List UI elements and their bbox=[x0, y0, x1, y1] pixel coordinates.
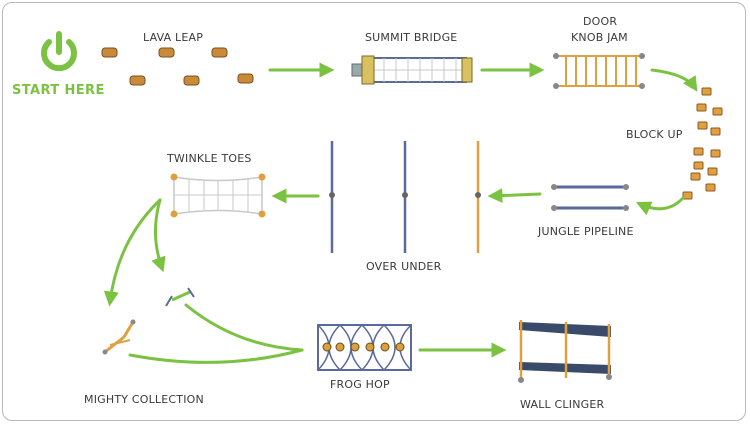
summit-bridge-label: SUMMIT BRIDGE bbox=[365, 31, 457, 44]
arrow-pipeline-to-overunder bbox=[487, 188, 542, 204]
over-under-structure bbox=[329, 141, 481, 253]
flow-arrows bbox=[103, 62, 698, 364]
station-jungle-pipeline: JUNGLE PIPELINE bbox=[537, 184, 634, 238]
over-under-label: OVER UNDER bbox=[366, 260, 442, 273]
station-wall-clinger: WALL CLINGER bbox=[518, 320, 612, 411]
station-frog-hop: FROG HOP bbox=[317, 324, 412, 391]
power-icon bbox=[41, 31, 77, 72]
arrow-doorknob-to-blockup bbox=[650, 68, 698, 92]
station-block-up: BLOCK UP bbox=[626, 87, 723, 200]
station-over-under: OVER UNDER bbox=[329, 141, 481, 273]
wall-clinger-structure bbox=[518, 320, 612, 383]
map-border bbox=[2, 2, 746, 421]
start-here: START HERE bbox=[12, 31, 105, 98]
station-summit-bridge: SUMMIT BRIDGE bbox=[351, 31, 473, 85]
twinkle-toes-label: TWINKLE TOES bbox=[166, 152, 252, 165]
jungle-pipeline-structure bbox=[551, 184, 629, 211]
door-knob-jam-structure bbox=[553, 53, 645, 89]
arrow-mighty-loop-upper bbox=[184, 303, 304, 352]
block-up-label: BLOCK UP bbox=[626, 128, 683, 141]
lava-leap-stones bbox=[101, 47, 254, 86]
jungle-pipeline-label: JUNGLE PIPELINE bbox=[537, 225, 634, 238]
station-twinkle-toes: TWINKLE TOES bbox=[166, 152, 266, 218]
station-mighty-collection: MIGHTY COLLECTION bbox=[84, 287, 204, 406]
lava-leap-label: LAVA LEAP bbox=[143, 31, 203, 44]
start-label: START HERE bbox=[12, 83, 105, 98]
arrow-twinkle-to-mighty-left bbox=[103, 198, 162, 307]
station-door-knob-jam: DOOR KNOB JAM bbox=[553, 15, 645, 89]
frog-hop-structure bbox=[317, 324, 412, 372]
arrow-blockup-to-pipeline bbox=[635, 196, 685, 216]
door-knob-jam-label-line1: DOOR bbox=[583, 15, 617, 28]
wall-clinger-label: WALL CLINGER bbox=[520, 398, 605, 411]
arrow-mighty-loop-lower bbox=[128, 348, 304, 364]
mighty-collection-structures bbox=[102, 287, 195, 355]
arrow-twinkle-to-mighty-right bbox=[151, 198, 166, 273]
frog-hop-label: FROG HOP bbox=[330, 378, 390, 391]
summit-bridge-structure bbox=[351, 55, 473, 85]
mighty-collection-label: MIGHTY COLLECTION bbox=[84, 393, 204, 406]
station-lava-leap: LAVA LEAP bbox=[101, 31, 254, 86]
twinkle-toes-net bbox=[170, 173, 266, 218]
block-up-holds bbox=[682, 87, 723, 200]
door-knob-jam-label-line2: KNOB JAM bbox=[571, 31, 628, 44]
